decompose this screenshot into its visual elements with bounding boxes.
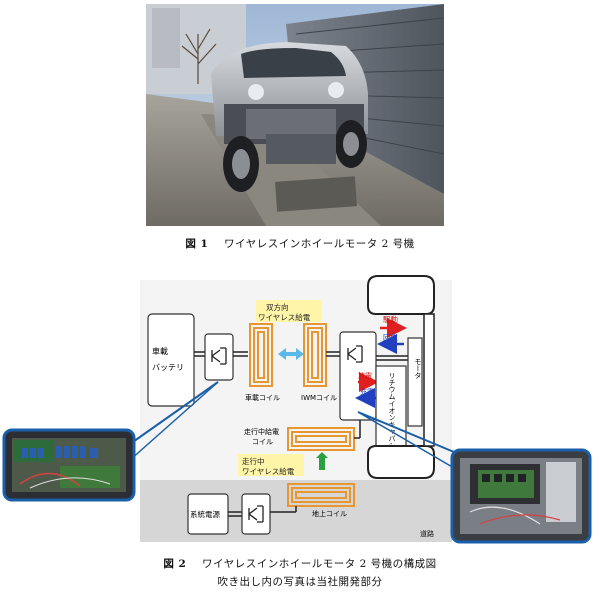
regen-label: 回生 [383,332,398,342]
vehicle-coil-label: 車載コイル [245,393,280,402]
discharge-label: 放電 [358,371,372,380]
right-callout-photo [450,448,592,544]
bidir-label-1: 双方向 [266,302,289,312]
grid-label: 系統電源 [190,509,220,519]
iwm-coil-label: IWMコイル [301,394,337,402]
ground-coil-label: 地上コイル [312,509,347,518]
vehicle-inverter [204,333,234,381]
motor-label: モータ [414,358,422,379]
running-wpt-label-1: 走行中 [242,456,265,466]
capacitor-box [375,365,407,447]
ground-coil [287,483,355,507]
motor-box [407,337,423,427]
up-arrow-icon [316,452,328,470]
wheel-bottom [367,445,435,479]
vehicle-coil [249,323,273,387]
figure2-caption-number: 図 2 [163,558,187,570]
iwm-switch-icon [347,345,363,363]
diagram-svg: 車載 バッテリ 車載コイル 双方向 ワイヤレス給電 [2,275,592,544]
iwm-coil [303,323,327,387]
callout-left-line [129,381,219,445]
vehicle-switch-icon [211,347,227,365]
running-coil-label-1: 走行中給電 [244,427,279,436]
running-coil [287,427,355,451]
ground-switch-icon [248,505,264,523]
running-wpt-highlight [238,454,304,476]
figure1-caption-text: ワイヤレスインホイールモータ 2 号機 [224,238,415,250]
bidir-highlight [256,300,322,322]
figure2-caption-sub: 吹き出し内の写真は当社開発部分 [217,576,383,588]
callout-right-line [357,411,455,453]
ground-inverter [241,493,271,535]
car-photo [146,4,444,226]
bidirectional-arrow-icon [278,348,304,360]
figure2-caption-text: ワイヤレスインホイールモータ 2 号機の構成図 [202,558,437,570]
battery-label-2: バッテリ [152,363,184,372]
capacitor-label: リチウムイオンキャパシタ [388,372,396,456]
battery-label-1: 車載 [152,346,168,356]
battery-box [147,313,195,407]
grid-box [187,493,229,535]
bidir-label-2: ワイヤレス給電 [258,312,311,322]
system-diagram: 車載 バッテリ 車載コイル 双方向 ワイヤレス給電 [0,262,600,562]
figure1-caption: 図 1 ワイヤレスインホイールモータ 2 号機 [0,236,600,251]
road-label: 道路 [420,529,434,538]
left-callout-photo [2,428,136,502]
charge-label: 充電 [360,387,374,396]
running-wpt-label-2: ワイヤレス給電 [242,466,295,476]
figure2-caption: 図 2 ワイヤレスインホイールモータ 2 号機の構成図 [0,556,600,571]
running-coil-label-2: コイル [252,438,273,446]
figure1-caption-number: 図 1 [185,238,209,250]
drive-label: 駆動 [383,315,398,324]
wheel-top [367,275,435,315]
axle [423,313,435,447]
